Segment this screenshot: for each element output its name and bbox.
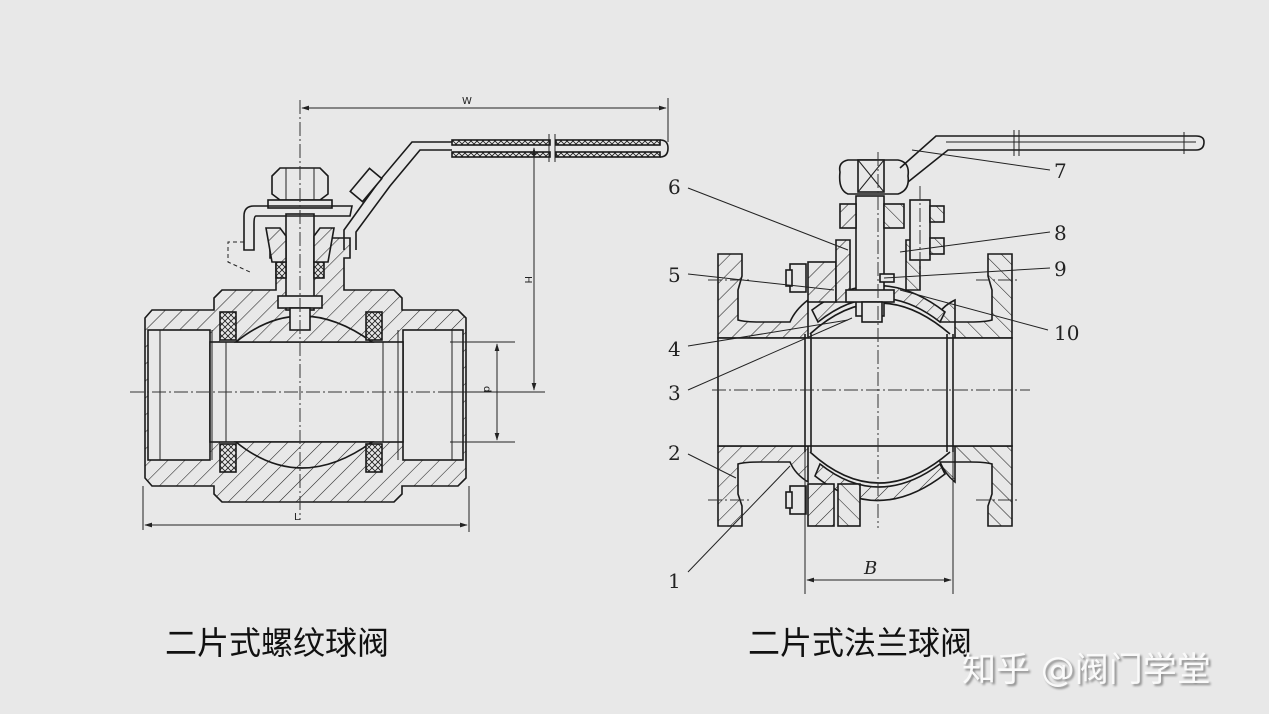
dim-h-label: H — [522, 276, 533, 284]
callout-2: 2 — [668, 441, 681, 465]
dim-d-label: d — [481, 386, 492, 392]
ball-outline-bottom — [809, 451, 951, 484]
handle-sleeve — [451, 139, 551, 146]
flange-right-bottom — [938, 445, 1013, 527]
flanged-ball-valve: B 1 2 3 4 5 6 7 8 9 10 — [668, 130, 1205, 594]
leader-4 — [687, 319, 849, 347]
callout-10: 10 — [1054, 321, 1079, 345]
dim-l-label: L — [294, 512, 300, 523]
callout-8: 8 — [1054, 221, 1067, 245]
seat-ring — [219, 311, 237, 341]
handle-grip — [349, 167, 383, 203]
flange-right-top — [938, 253, 1013, 339]
caption-threaded-valve: 二片式螺纹球阀 — [165, 624, 390, 662]
watermark: 知乎 @阀门学堂 — [962, 650, 1211, 690]
port-left — [147, 329, 211, 461]
seat-ring — [219, 443, 237, 473]
leader-5 — [687, 273, 835, 291]
caption-flanged-valve: 二片式法兰球阀 — [748, 624, 973, 662]
flange-left-bottom — [717, 445, 809, 527]
leader-7 — [911, 149, 1051, 171]
callout-3: 3 — [668, 381, 681, 405]
callout-4: 4 — [668, 337, 681, 361]
leader-1 — [687, 465, 791, 573]
seat-ring — [365, 443, 383, 473]
leader-9 — [883, 267, 1051, 279]
flanged-bore — [717, 337, 1013, 447]
handle-bracket — [243, 205, 353, 251]
flange-left-top — [717, 253, 809, 339]
callout-7: 7 — [1054, 159, 1067, 183]
handle-lever — [899, 135, 1205, 183]
leader-10 — [899, 289, 1049, 331]
seat-ring — [365, 311, 383, 341]
callout-5: 5 — [668, 263, 681, 287]
threaded-ball-valve: W H d L — [130, 96, 669, 532]
leader-2 — [687, 453, 737, 479]
callout-1: 1 — [668, 569, 681, 593]
leader-6 — [687, 187, 849, 251]
dim-w-label: W — [462, 96, 472, 107]
leader-3 — [687, 317, 853, 391]
leader-8 — [899, 231, 1051, 253]
callout-6: 6 — [668, 175, 681, 199]
port-right — [402, 329, 464, 461]
dim-b-label: B — [863, 558, 877, 579]
ball-bottom — [233, 441, 375, 469]
callout-9: 9 — [1054, 257, 1067, 281]
